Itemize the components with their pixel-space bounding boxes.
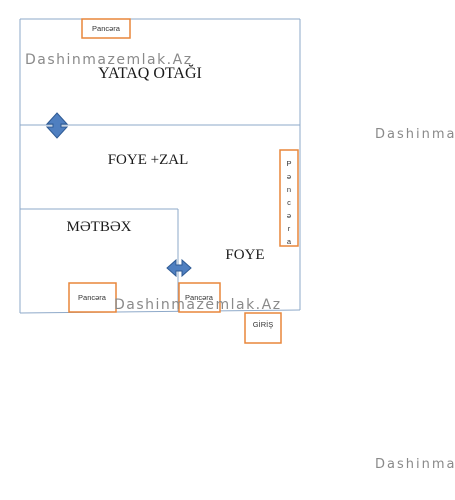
window-bottom-left-label: Pancəra: [78, 293, 107, 302]
room-label-bedroom: YATAQ OTAĞI: [98, 63, 202, 82]
window-top: [81, 18, 131, 39]
svg-text:c: c: [287, 198, 291, 207]
svg-text:ə: ə: [287, 211, 291, 220]
room-label-foyer: FOYE: [225, 247, 264, 263]
wall-bottom: [19, 309, 301, 314]
watermark-right-top: Dashinma: [375, 127, 455, 142]
svg-text:n: n: [287, 185, 291, 194]
svg-text:ə: ə: [287, 172, 291, 181]
watermark-right-bottom: Dashinma: [375, 457, 455, 472]
svg-text:r: r: [288, 224, 291, 233]
window-right: [279, 149, 299, 247]
room-label-kitchen: MƏTBƏX: [66, 219, 131, 235]
window-bottom-middle-label: Pancəra: [185, 293, 214, 302]
walls: [19, 18, 301, 314]
window-top-label: Pancəra: [92, 24, 121, 33]
entrance-label: GİRİŞ: [253, 320, 273, 329]
svg-text:a: a: [287, 237, 292, 246]
entrance-box: [244, 312, 282, 344]
window-bottom-left: [68, 282, 117, 313]
watermark-top-left: Dashinmazemlak.Az: [25, 52, 193, 68]
door-arrow-horizontal-icon: [166, 258, 192, 278]
room-label-hall: FOYE +ZAL: [108, 152, 189, 168]
svg-text:P: P: [286, 159, 291, 168]
door-arrow-vertical-icon: [45, 112, 69, 139]
window-right-label: P ə n c ə r a: [286, 159, 291, 246]
window-bottom-middle: [178, 282, 221, 313]
watermark-bottom-center: Dashinmazemlak.Az: [114, 297, 282, 313]
